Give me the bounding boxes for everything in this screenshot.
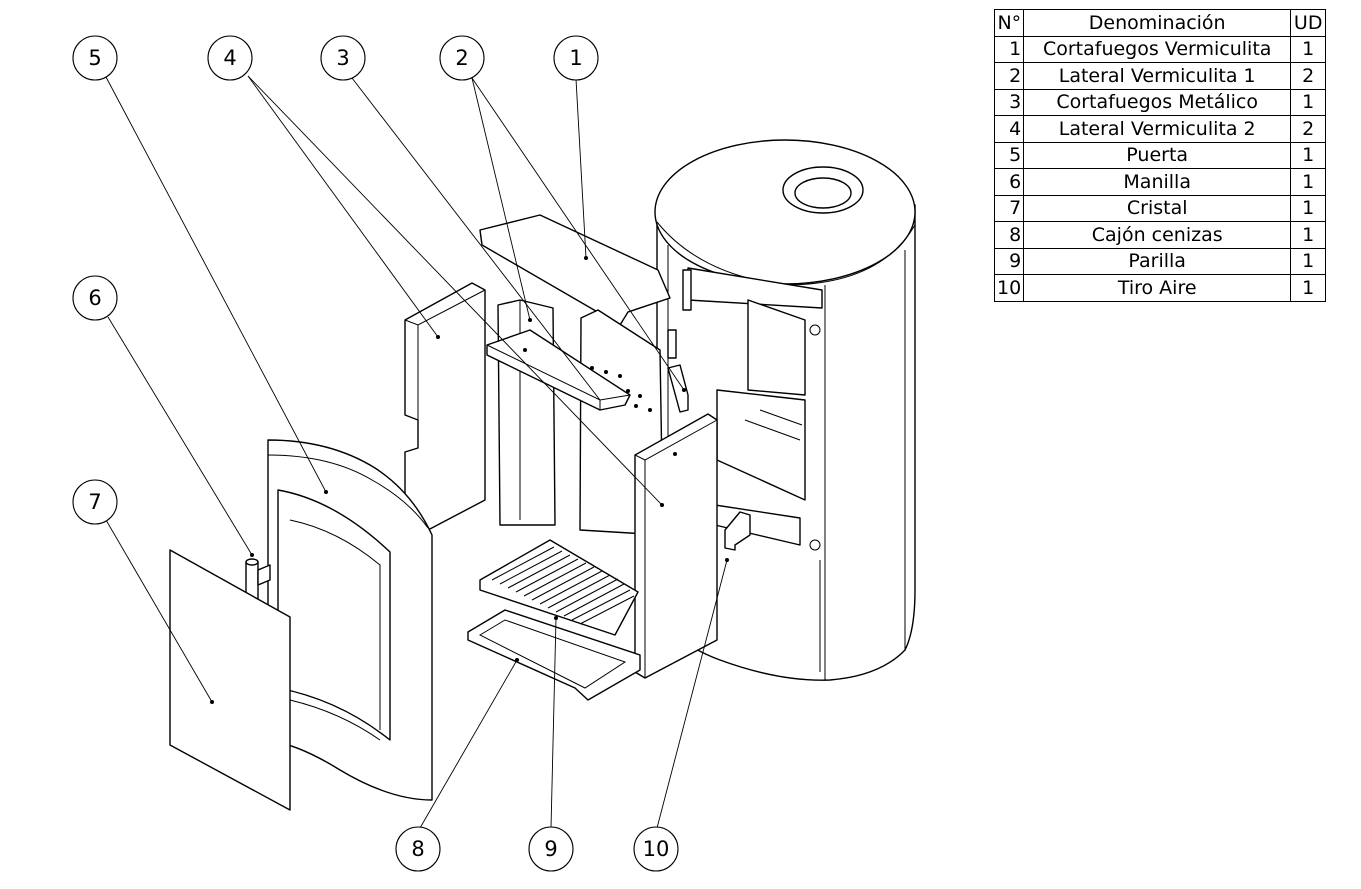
part-1-cortafuegos-vermiculita <box>479 214 671 326</box>
table-row: 5 Puerta 1 <box>993 141 1327 169</box>
balloon-6: 6 <box>72 275 118 321</box>
header-denomination: Denominación <box>1023 9 1292 37</box>
table-row: 8 Cajón cenizas 1 <box>993 221 1327 249</box>
table-row: 6 Manilla 1 <box>993 168 1327 196</box>
svg-text:10: 10 <box>643 837 670 861</box>
header-number: N° <box>993 9 1025 37</box>
balloon-1: 1 <box>553 35 599 81</box>
svg-text:1: 1 <box>569 46 582 70</box>
balloon-2: 2 <box>439 35 485 81</box>
table-row: 7 Cristal 1 <box>993 194 1327 222</box>
table-header-row: N° Denominación UD <box>993 9 1327 37</box>
part-5-puerta <box>267 439 433 801</box>
header-units: UD <box>1290 9 1327 37</box>
svg-text:7: 7 <box>88 490 101 514</box>
svg-text:9: 9 <box>544 837 557 861</box>
svg-text:3: 3 <box>336 46 349 70</box>
svg-text:4: 4 <box>223 46 236 70</box>
table-row: 2 Lateral Vermiculita 1 2 <box>993 62 1327 90</box>
table-row: 9 Parilla 1 <box>993 247 1327 275</box>
balloon-4: 4 <box>207 35 253 81</box>
exploded-view-drawing: 1 2 3 4 5 6 7 8 9 10 <box>72 35 916 872</box>
stove-top <box>654 139 916 285</box>
table-row: 10 Tiro Aire 1 <box>993 274 1327 302</box>
balloon-7: 7 <box>72 479 118 525</box>
svg-text:8: 8 <box>411 837 424 861</box>
balloon-9: 9 <box>528 826 574 872</box>
svg-text:5: 5 <box>88 46 101 70</box>
part-9-parilla <box>479 539 639 636</box>
balloon-5: 5 <box>72 35 118 81</box>
balloon-10: 10 <box>633 826 679 872</box>
svg-text:6: 6 <box>88 286 101 310</box>
part-7-cristal <box>169 549 291 811</box>
parts-list-table: N° Denominación UD 1 Cortafuegos Vermicu… <box>993 9 1327 302</box>
table-row: 3 Cortafuegos Metálico 1 <box>993 88 1327 116</box>
grate-slots <box>491 546 635 625</box>
table-row: 1 Cortafuegos Vermiculita 1 <box>993 35 1327 63</box>
svg-text:2: 2 <box>455 46 468 70</box>
balloon-8: 8 <box>395 826 441 872</box>
stove-body <box>654 139 916 681</box>
leader-lines <box>105 75 728 829</box>
balloon-3: 3 <box>320 35 366 81</box>
table-row: 4 Lateral Vermiculita 2 2 <box>993 115 1327 143</box>
